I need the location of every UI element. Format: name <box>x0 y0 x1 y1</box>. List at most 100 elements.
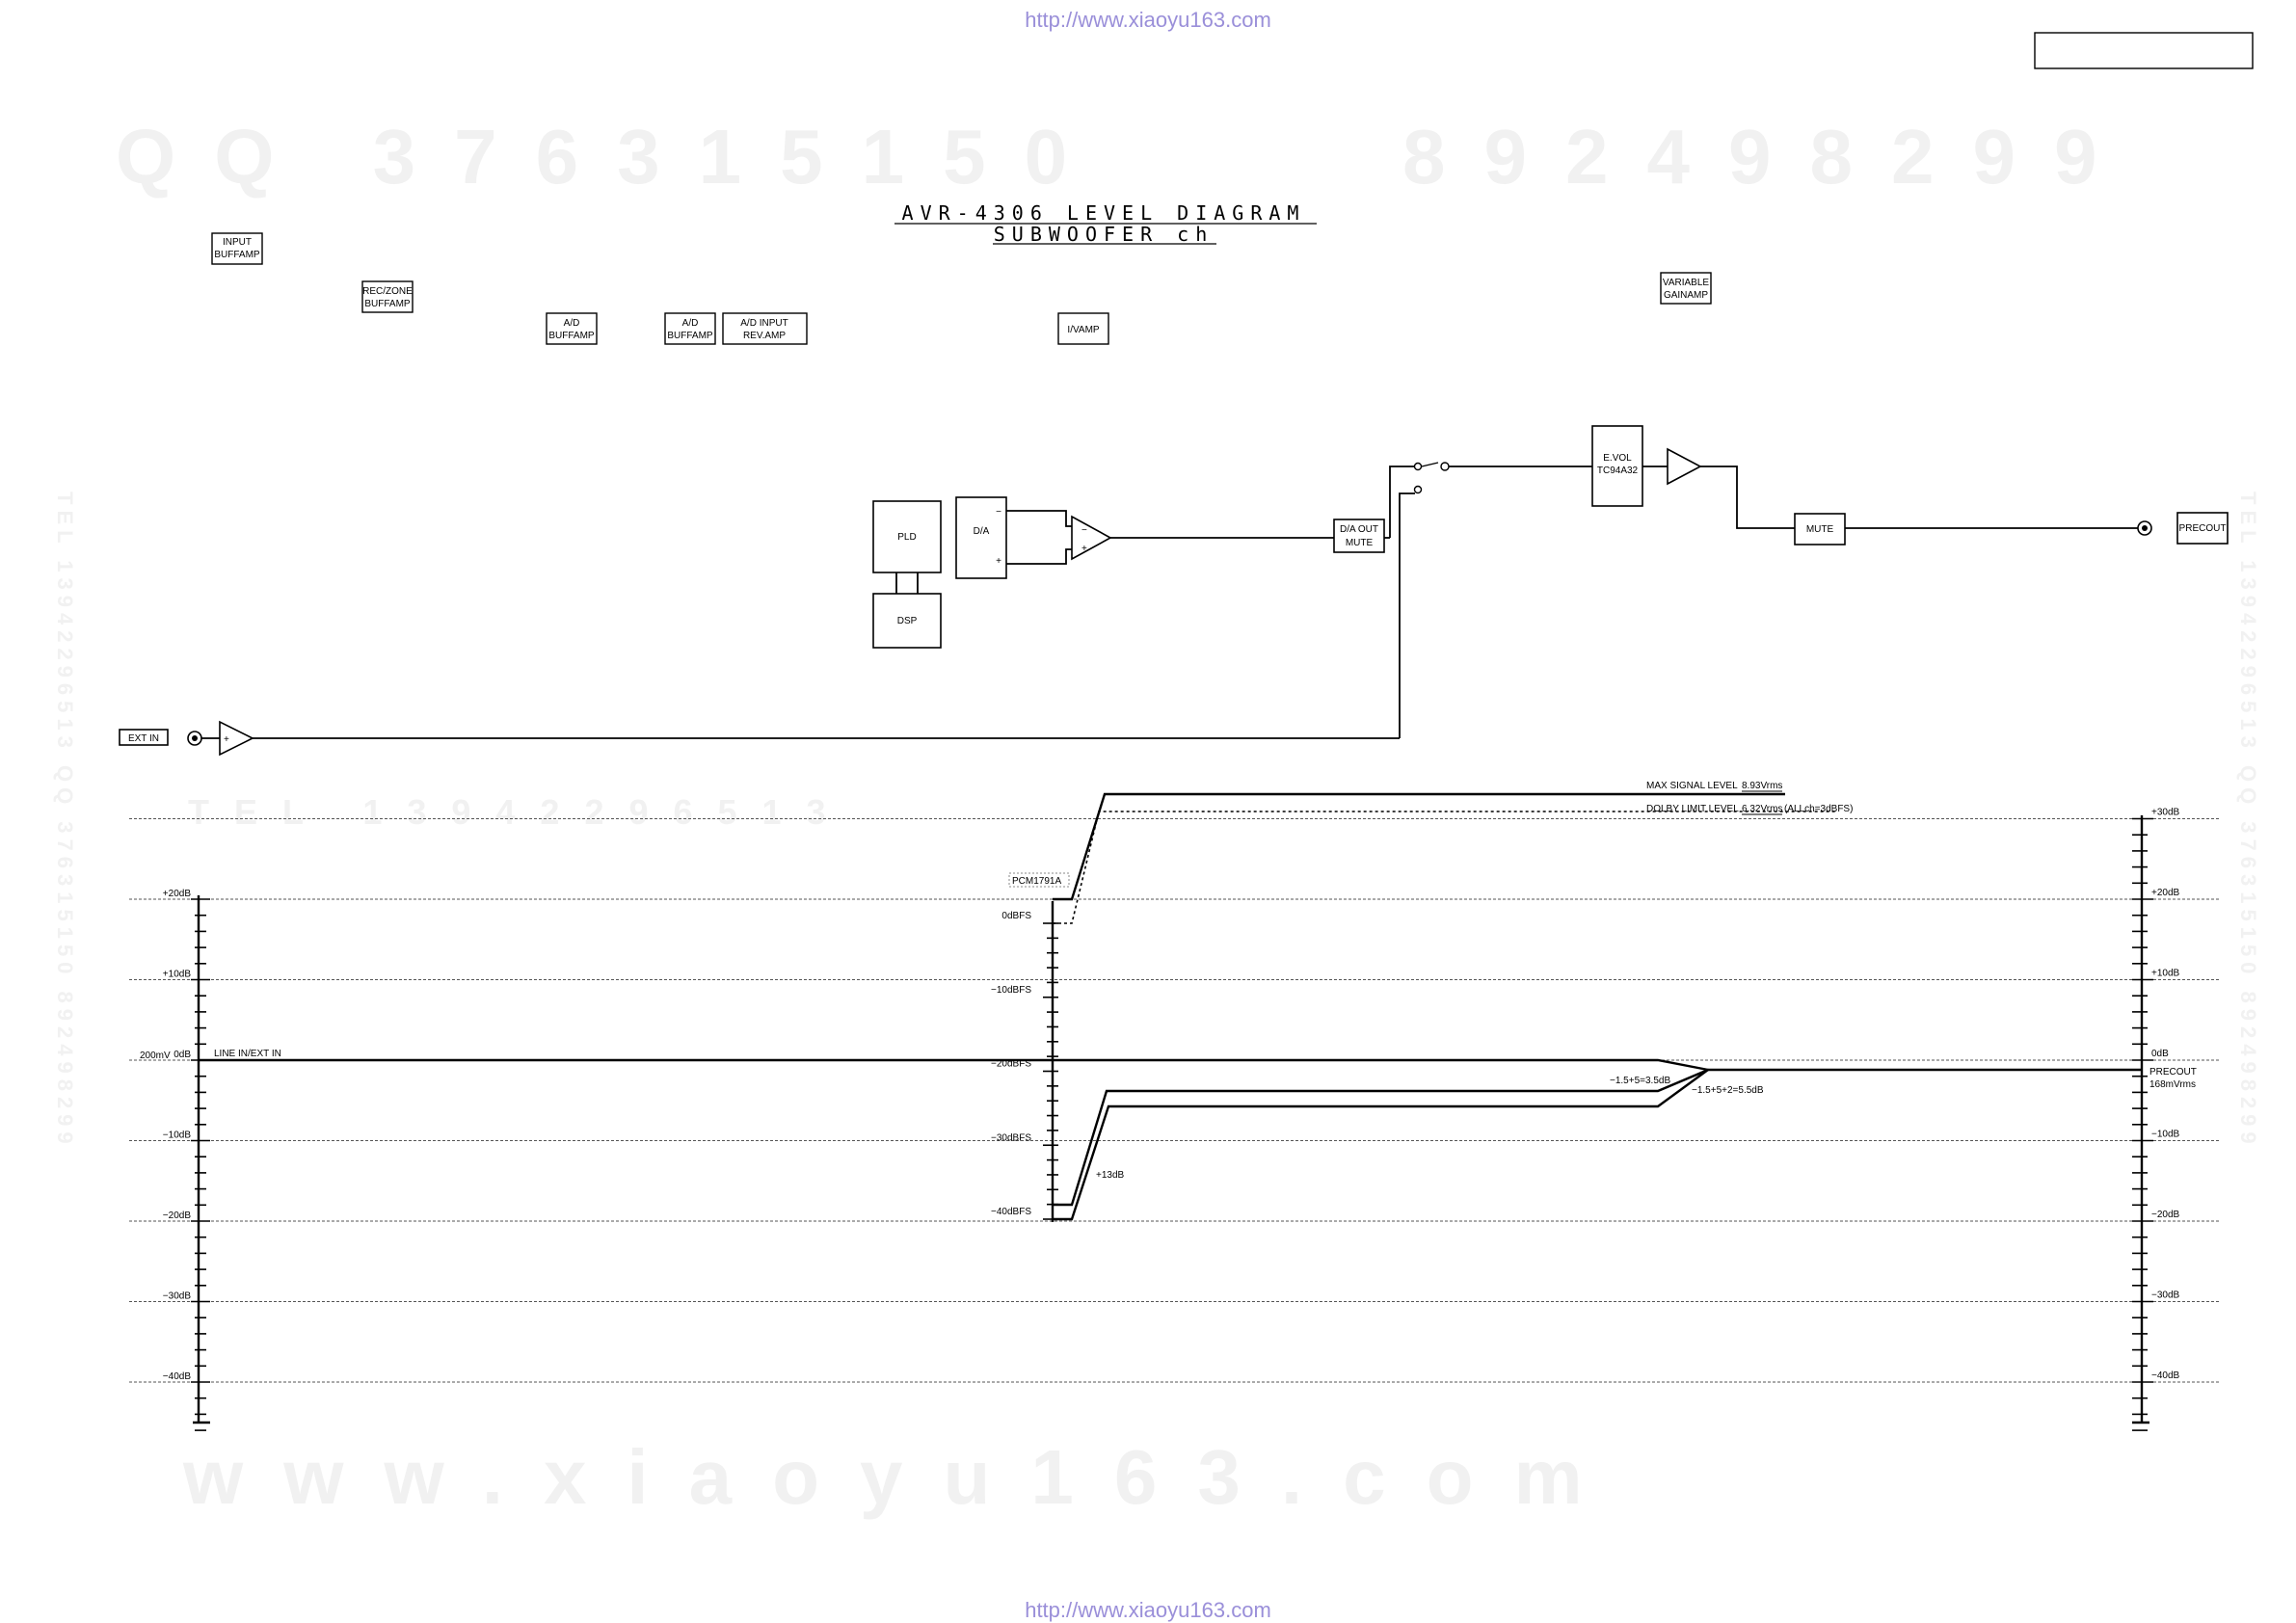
watermark-side-right: TEL 13942296513 QQ 376315150 892498299 <box>2236 492 2260 1150</box>
right-scale-tick-label: −30dB <box>2151 1290 2180 1301</box>
left-reference-label: 200mV <box>140 1051 171 1061</box>
dsp-label: DSP <box>897 616 918 626</box>
header-url[interactable]: http://www.xiaoyu163.com <box>1025 8 1271 32</box>
stage-label-ad-input-revamp: A/D INPUT REV.AMP <box>722 312 808 345</box>
wire-switch-bottom <box>1399 492 1415 738</box>
pld-block <box>872 500 942 573</box>
svg-text:BUFFAMP: BUFFAMP <box>548 331 595 341</box>
pld-label: PLD <box>897 532 916 543</box>
opamp-plus-label: + <box>1081 544 1087 554</box>
pcm-level-trace-b <box>1053 1068 2142 1221</box>
mute-block <box>1794 513 1846 545</box>
stage-label-ad-buffamp-1: A/D BUFFAMP <box>546 312 598 345</box>
gain-3-5db-label: −1.5+5=3.5dB <box>1610 1076 1670 1086</box>
diagram-title: AVR-4306 LEVEL DIAGRAM <box>902 201 1306 225</box>
wire-da-minus <box>1006 510 1078 527</box>
da-out-mute-block <box>1333 519 1385 553</box>
stage-label-input-buffamp: INPUT BUFFAMP <box>211 232 263 265</box>
left-scale-tick-label: +10dB <box>163 970 192 980</box>
opamp-minus-label: − <box>1081 525 1087 536</box>
pcm-label-box <box>1008 872 1070 888</box>
pcm-level-trace-a <box>1053 1058 1713 1207</box>
svg-text:D/A OUT: D/A OUT <box>1340 524 1378 535</box>
svg-text:I/VAMP: I/VAMP <box>1067 325 1099 335</box>
watermark-layer: QQ 376315150 892498299 TEL 13942296513 w… <box>53 114 2260 1520</box>
left-level-scale: +20dB +10dB 0dB −10dB −20dB −30dB −40dB <box>163 889 210 1431</box>
svg-text:GAINAMP: GAINAMP <box>1664 290 1708 301</box>
stage-label-ad-buffamp-2: A/D BUFFAMP <box>664 312 716 345</box>
dbfs-scale-tick-label: 0dBFS <box>1001 911 1031 921</box>
gain-13db-label: +13dB <box>1096 1170 1125 1181</box>
max-signal-value: 8.93Vrms <box>1742 781 1782 791</box>
left-scale-tick-label: −40dB <box>163 1371 192 1382</box>
svg-text:BUFFAMP: BUFFAMP <box>667 331 713 341</box>
wire-da-plus <box>1006 548 1078 565</box>
stage-label-ivamp: I/VAMP <box>1057 312 1109 345</box>
ext-in-amp-triangle <box>219 720 254 757</box>
page-number-box <box>2034 32 2254 69</box>
dolby-limit-trace <box>1053 811 1836 924</box>
dbfs-level-scale: 0dBFS −10dBFS −20dBFS −30dBFS −40dBFS <box>991 901 1058 1222</box>
gain-amp-triangle <box>1667 447 1702 486</box>
svg-text:VARIABLE: VARIABLE <box>1663 278 1709 288</box>
da-plus-label: + <box>996 556 1001 567</box>
left-scale-tick-label: 0dB <box>174 1050 191 1060</box>
dsp-block <box>872 593 942 649</box>
watermark-web: www.xiaoyu163.com <box>182 1434 1623 1520</box>
dolby-limit-note: (ALLch=3dBFS) <box>1784 804 1853 814</box>
dolby-limit-value: 6.32Vrms <box>1742 804 1782 814</box>
precout-level-label: PRECOUT <box>2149 1067 2197 1078</box>
left-scale-tick-label: −20dB <box>163 1211 192 1221</box>
dolby-limit-text: DOLBY LIMIT LEVEL <box>1646 804 1739 814</box>
pcm-label: PCM1791A <box>1012 876 1061 887</box>
svg-text:REC/ZONE: REC/ZONE <box>362 286 413 297</box>
dbfs-scale-tick-label: −10dBFS <box>991 985 1031 996</box>
svg-text:E.VOL: E.VOL <box>1603 453 1632 464</box>
da-label: D/A <box>974 526 990 537</box>
watermark-side-left: TEL 13942296513 QQ 376315150 892498299 <box>53 492 77 1150</box>
mute-label: MUTE <box>1806 524 1834 535</box>
right-scale-tick-label: +30dB <box>2151 808 2180 818</box>
ext-in-block <box>119 729 169 746</box>
right-scale-tick-label: −20dB <box>2151 1210 2180 1220</box>
level-chart: +20dB +10dB 0dB −10dB −20dB −30dB −40dB 0dBFS −… <box>129 781 2219 1431</box>
diagram-subtitle: SUBWOOFER ch <box>994 223 1215 246</box>
iv-amp-triangle <box>1071 515 1112 561</box>
watermark-phone: 892498299 <box>1402 114 2135 200</box>
da-converter-block <box>955 496 1007 579</box>
dbfs-scale-tick-label: −40dBFS <box>991 1207 1031 1217</box>
max-signal-trace <box>1053 792 1785 901</box>
svg-text:A/D INPUT: A/D INPUT <box>740 318 788 329</box>
switch-common-terminal <box>1440 462 1450 471</box>
svg-text:REV.AMP: REV.AMP <box>743 331 786 341</box>
precout-level-value: 168mVrms <box>2149 1079 2196 1090</box>
precout-block <box>2176 512 2229 545</box>
stage-label-rec-zone-buffamp: REC/ZONE BUFFAMP <box>361 280 414 313</box>
block-diagram: PLD DSP D/A − + − + D/A OUT MUTE E.VOL <box>119 425 2229 757</box>
svg-text:BUFFAMP: BUFFAMP <box>364 299 411 309</box>
line-in-ext-in-label: LINE IN/EXT IN <box>214 1049 281 1059</box>
right-scale-tick-label: +10dB <box>2151 969 2180 979</box>
dbfs-scale-tick-label: −20dBFS <box>991 1059 1031 1070</box>
da-minus-label: − <box>996 507 1001 518</box>
right-scale-tick-label: +20dB <box>2151 888 2180 898</box>
ext-in-label: EXT IN <box>128 733 159 744</box>
ext-in-amp-plus: + <box>224 734 229 745</box>
level-gridlines <box>129 818 2219 1383</box>
wire-switch-top <box>1389 466 1415 538</box>
right-scale-tick-label: 0dB <box>2151 1049 2169 1059</box>
left-scale-tick-label: +20dB <box>163 889 192 899</box>
svg-text:MUTE: MUTE <box>1346 538 1374 548</box>
svg-text:A/D: A/D <box>682 318 699 329</box>
left-scale-tick-label: −30dB <box>163 1291 192 1302</box>
svg-text:INPUT: INPUT <box>223 237 252 248</box>
dbfs-scale-tick-label: −30dBFS <box>991 1132 1031 1143</box>
left-scale-tick-label: −10dB <box>163 1131 192 1141</box>
footer-url[interactable]: http://www.xiaoyu163.com <box>1025 1598 1271 1622</box>
wire-to-mute <box>1700 466 1795 529</box>
svg-text:BUFFAMP: BUFFAMP <box>214 250 260 260</box>
right-scale-tick-label: −10dB <box>2151 1130 2180 1140</box>
precout-label: PRECOUT <box>2179 523 2227 534</box>
watermark-tel: TEL 13942296513 <box>188 792 851 832</box>
